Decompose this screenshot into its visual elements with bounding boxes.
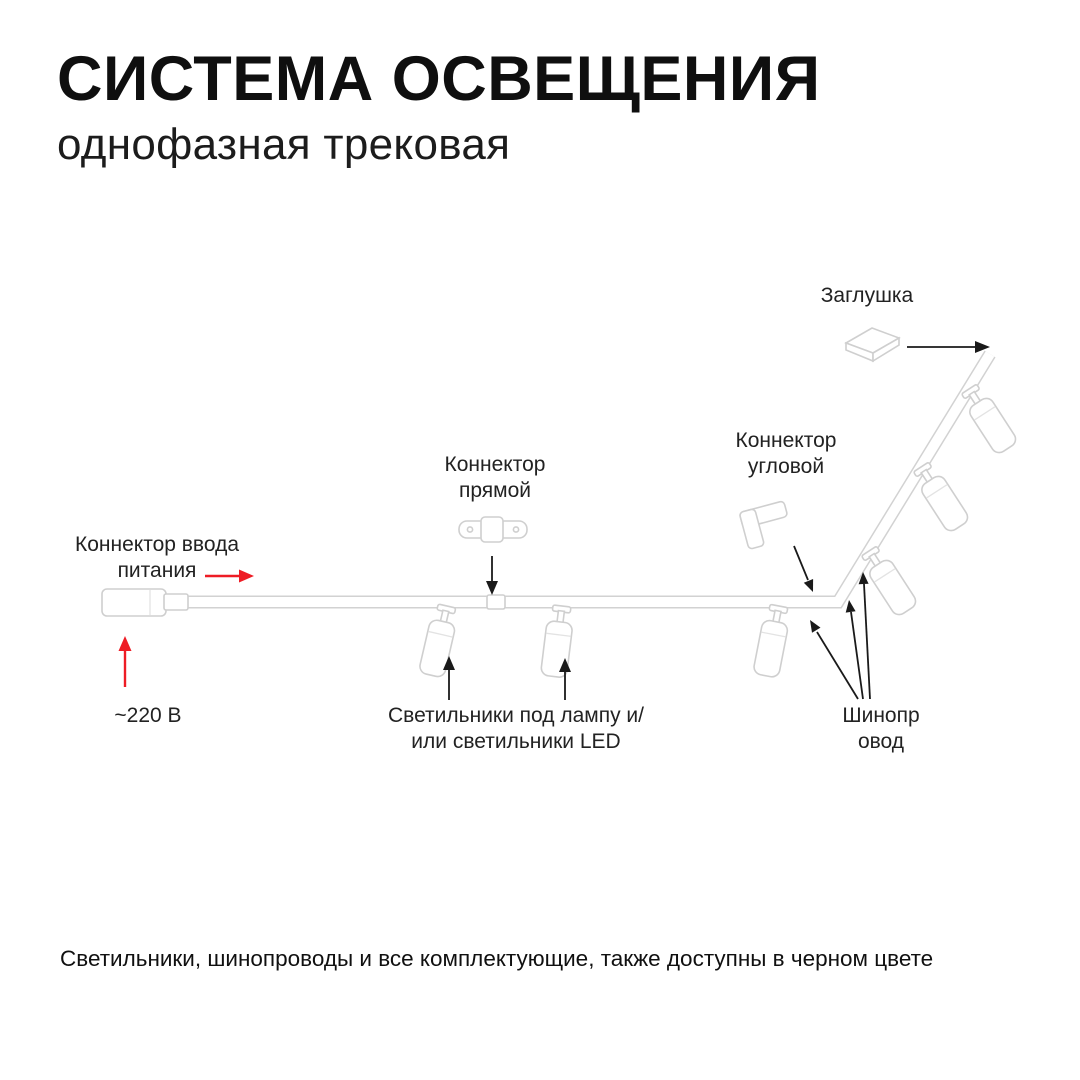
label-power-connector: Коннектор ввода питания <box>74 533 239 583</box>
straight-connector-icon <box>458 516 528 543</box>
arrow-fixture-1 <box>443 656 455 700</box>
arrow-corner-connector <box>793 545 814 592</box>
arrow-voltage <box>118 636 132 687</box>
endcap-icon <box>844 327 901 363</box>
header: СИСТЕМА ОСВЕЩЕНИЯ однофазная трековая <box>57 46 821 170</box>
power-connector-icon <box>101 588 189 617</box>
spotlight-icon <box>539 603 576 679</box>
label-corner-connector: Коннектор угловой <box>735 429 837 479</box>
page-subtitle: однофазная трековая <box>57 120 511 170</box>
arrow-track-2 <box>845 600 864 700</box>
footer-note: Светильники, шинопроводы и все комплекту… <box>60 946 934 971</box>
track-joint <box>486 594 506 610</box>
spotlight-icon <box>909 459 972 535</box>
spotlight-icon <box>751 602 793 679</box>
corner-connector-icon <box>739 500 788 550</box>
arrow-fixture-2 <box>559 658 571 700</box>
arrow-power-connector <box>205 569 254 583</box>
arrow-straight-connector <box>486 556 498 595</box>
label-endcap: Заглушка <box>820 284 914 307</box>
track-path <box>186 350 996 610</box>
label-track: Шинопровод <box>842 704 920 754</box>
page-title: СИСТЕМА ОСВЕЩЕНИЯ <box>57 44 821 114</box>
arrow-endcap <box>907 341 990 353</box>
spotlight-icon <box>957 381 1020 457</box>
arrow-track-1 <box>810 620 859 700</box>
label-straight-connector: Коннектор прямой <box>444 453 546 503</box>
arrow-track-3 <box>858 572 871 700</box>
label-voltage: ~220 В <box>114 704 182 727</box>
label-fixtures: Светильники под лампу и/или светильники … <box>387 704 644 754</box>
